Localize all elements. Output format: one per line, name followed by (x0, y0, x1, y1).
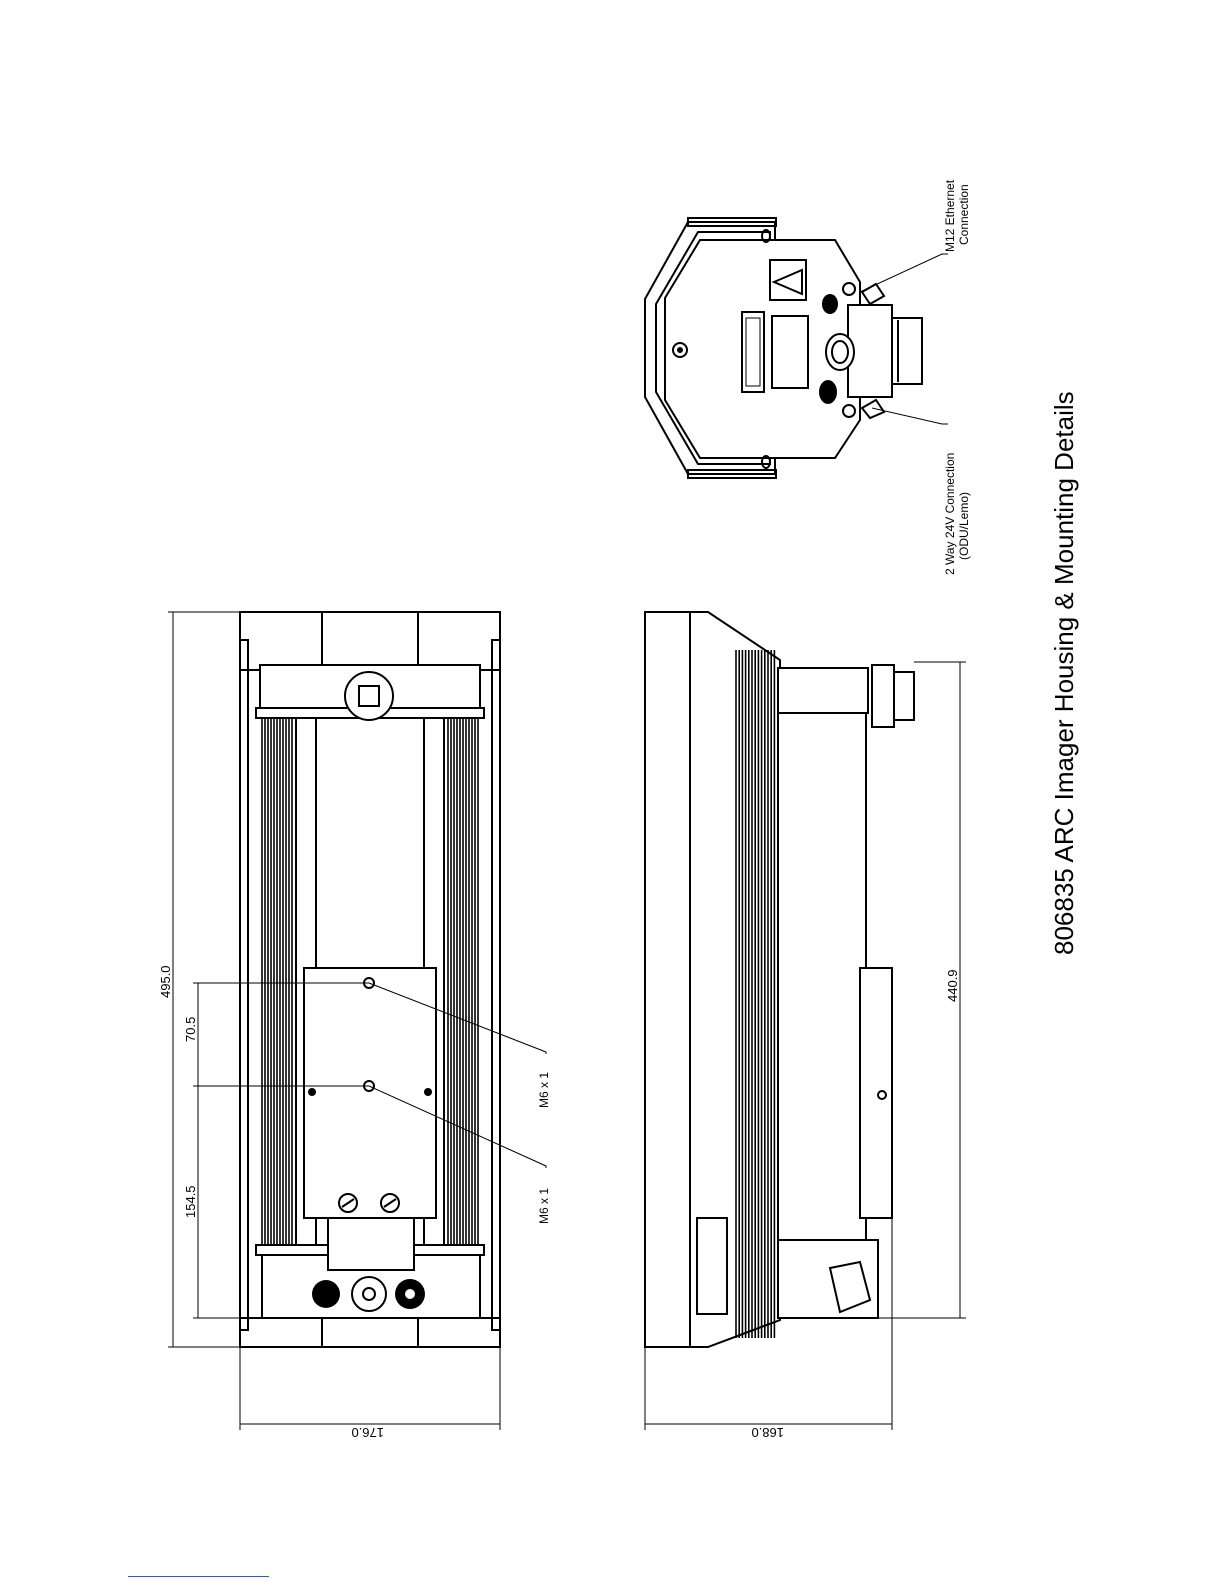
top-view: M6 x 1 M6 x 1 (240, 612, 551, 1347)
power-leader (872, 408, 948, 424)
dim-hole-offset: 154.5 (183, 1185, 198, 1218)
dim-hole-spacing: 70.5 (183, 1017, 198, 1042)
side-view-connector (872, 665, 894, 727)
side-view-body (778, 668, 866, 1318)
mounting-plate-neck (328, 1218, 414, 1270)
power-connector-pin (843, 405, 855, 417)
bottom-connector-centre (352, 1277, 386, 1311)
latch-bottom (862, 400, 884, 418)
bottom-connector-right-inner (404, 1288, 416, 1300)
end-view-screw-inner (677, 347, 683, 353)
dim-width-top-view: 176.0 (351, 1425, 384, 1440)
side-view-plate (860, 968, 892, 1218)
mounting-plate (304, 968, 436, 1218)
small-screw-left (308, 1088, 316, 1096)
dim-overall-length: 495.0 (158, 965, 173, 998)
side-view (645, 612, 914, 1347)
power-connector (819, 380, 837, 404)
side-view-housing (645, 612, 780, 1347)
power-callout-line1: 2 Way 24V Connection (943, 453, 957, 575)
top-view-gland (345, 672, 393, 720)
m6-label-2: M6 x 1 (537, 1188, 551, 1224)
small-screw-right (424, 1088, 432, 1096)
dim-side-length: 440.9 (945, 969, 960, 1002)
m12-callout-line2: Connection (957, 184, 971, 245)
drawing-title: 806835 ARC Imager Housing & Mounting Det… (1049, 391, 1079, 955)
side-view-connector-flange (894, 672, 914, 720)
connector-flange (892, 318, 922, 384)
bottom-gland (312, 1280, 340, 1308)
m12-connector-pin (843, 283, 855, 295)
m12-connector (822, 294, 838, 314)
dim-height-side-view: 168.0 (751, 1425, 784, 1440)
m12-callout-line1: M12 Ethernet (943, 179, 957, 252)
latch-top (862, 284, 884, 304)
m6-label-1: M6 x 1 (537, 1072, 551, 1108)
m12-leader (860, 254, 948, 292)
side-view-end-cap-top (778, 668, 868, 713)
power-callout-line2: (ODU/Lemo) (957, 492, 971, 560)
cable-gland (826, 334, 854, 370)
footer-link-underline[interactable] (128, 1576, 269, 1577)
end-view: M12 Ethernet Connection 2 Way 24V Connec… (645, 179, 971, 575)
